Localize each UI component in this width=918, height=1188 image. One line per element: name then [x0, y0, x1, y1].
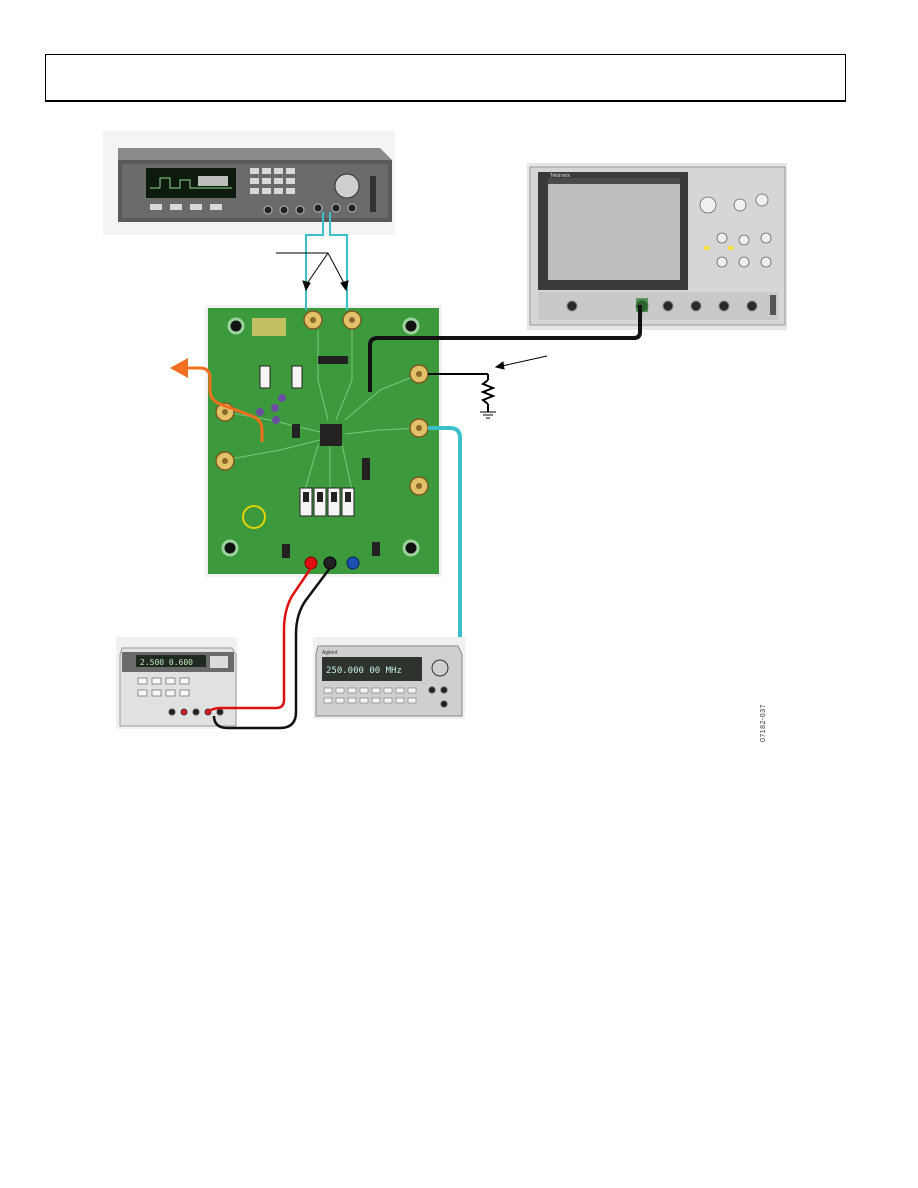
oscilloscope: Tektronix	[527, 163, 787, 330]
black-power-cable	[212, 567, 331, 730]
power-jack-black	[323, 556, 337, 570]
resistor-callout-arrow	[494, 355, 548, 370]
figure-id: 07182-037	[760, 704, 767, 742]
cyan-cables-top	[305, 212, 348, 310]
signal-generator-display	[322, 657, 422, 681]
signal-generator: Agilent 250.000 00 MHz	[313, 637, 465, 719]
red-power-cable	[207, 567, 313, 713]
power-supply: 2.500 0.600	[116, 637, 237, 729]
knob-icon	[431, 659, 449, 677]
header-box	[45, 54, 846, 102]
signal-generator-display-text: 250.000 00 MHz	[326, 666, 402, 676]
power-supply-display-text: 2.500 0.600	[140, 658, 193, 667]
ic-chip	[320, 424, 342, 446]
signal-generator-brand: Agilent	[322, 650, 338, 656]
oscilloscope-brand: Tektronix	[550, 173, 571, 179]
knob-icon	[334, 173, 360, 199]
pulse-generator	[103, 131, 395, 235]
power-jack-red	[304, 556, 318, 570]
power-jack-blue	[346, 556, 360, 570]
orange-arrow	[170, 358, 264, 442]
termination-resistor	[428, 373, 496, 419]
power-supply-display	[136, 655, 206, 667]
black-cable-scope	[368, 305, 642, 392]
callout-arrows	[276, 252, 349, 292]
evaluation-board	[205, 305, 442, 577]
oscilloscope-screen	[548, 184, 680, 280]
